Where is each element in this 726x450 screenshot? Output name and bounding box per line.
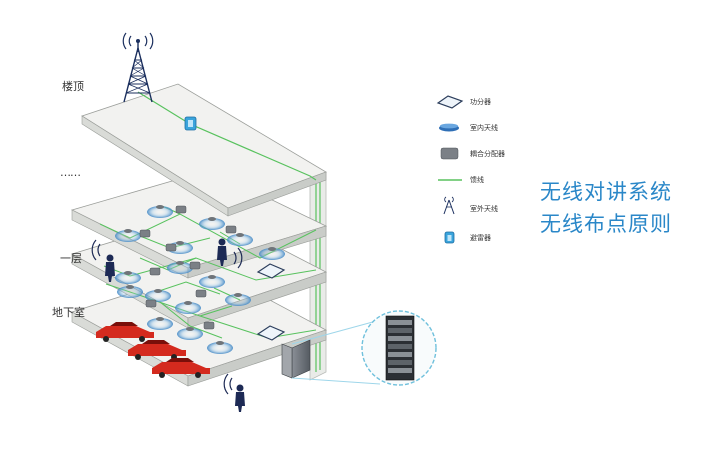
car bbox=[96, 322, 154, 342]
car bbox=[128, 340, 186, 360]
coupler-box-icon bbox=[139, 205, 237, 330]
legend-icons bbox=[436, 95, 464, 244]
floor-label-dots: …… bbox=[60, 166, 81, 179]
cabinet-zoom bbox=[361, 310, 437, 386]
legend-label-arrester: 避雷器 bbox=[470, 234, 491, 242]
ceiling-antenna-icon bbox=[124, 205, 276, 345]
radio-user-ground bbox=[223, 373, 245, 412]
indoor-antenna-coverage bbox=[115, 206, 285, 354]
title-line-1: 无线对讲系统 bbox=[540, 180, 672, 204]
legend-label-indoor-antenna: 室内天线 bbox=[470, 124, 498, 132]
lightning-arrester-icon bbox=[184, 116, 197, 131]
roof-feeder bbox=[137, 91, 317, 181]
tower-antenna-icon bbox=[122, 32, 154, 103]
legend-label-outdoor-antenna: 室外天线 bbox=[470, 205, 498, 213]
floor-label-roof: 楼顶 bbox=[62, 80, 84, 93]
zoom-connector bbox=[291, 319, 381, 385]
roof-slab bbox=[81, 83, 327, 217]
floor-label-basement: 地下室 bbox=[52, 306, 85, 319]
floor-label-first: 一层 bbox=[60, 252, 82, 265]
radio-user-middle-floor bbox=[217, 238, 243, 269]
legend-label-coupler: 耦合分配器 bbox=[470, 150, 505, 158]
title-line-2: 无线布点原则 bbox=[540, 212, 672, 236]
legend-label-feeder: 馈线 bbox=[470, 176, 484, 184]
equipment-cabinet bbox=[281, 339, 311, 379]
radio-user-first-floor bbox=[91, 239, 115, 282]
car bbox=[152, 358, 210, 378]
legend-label-splitter: 功分器 bbox=[470, 98, 491, 106]
diamond-splitter-icon bbox=[256, 263, 286, 341]
